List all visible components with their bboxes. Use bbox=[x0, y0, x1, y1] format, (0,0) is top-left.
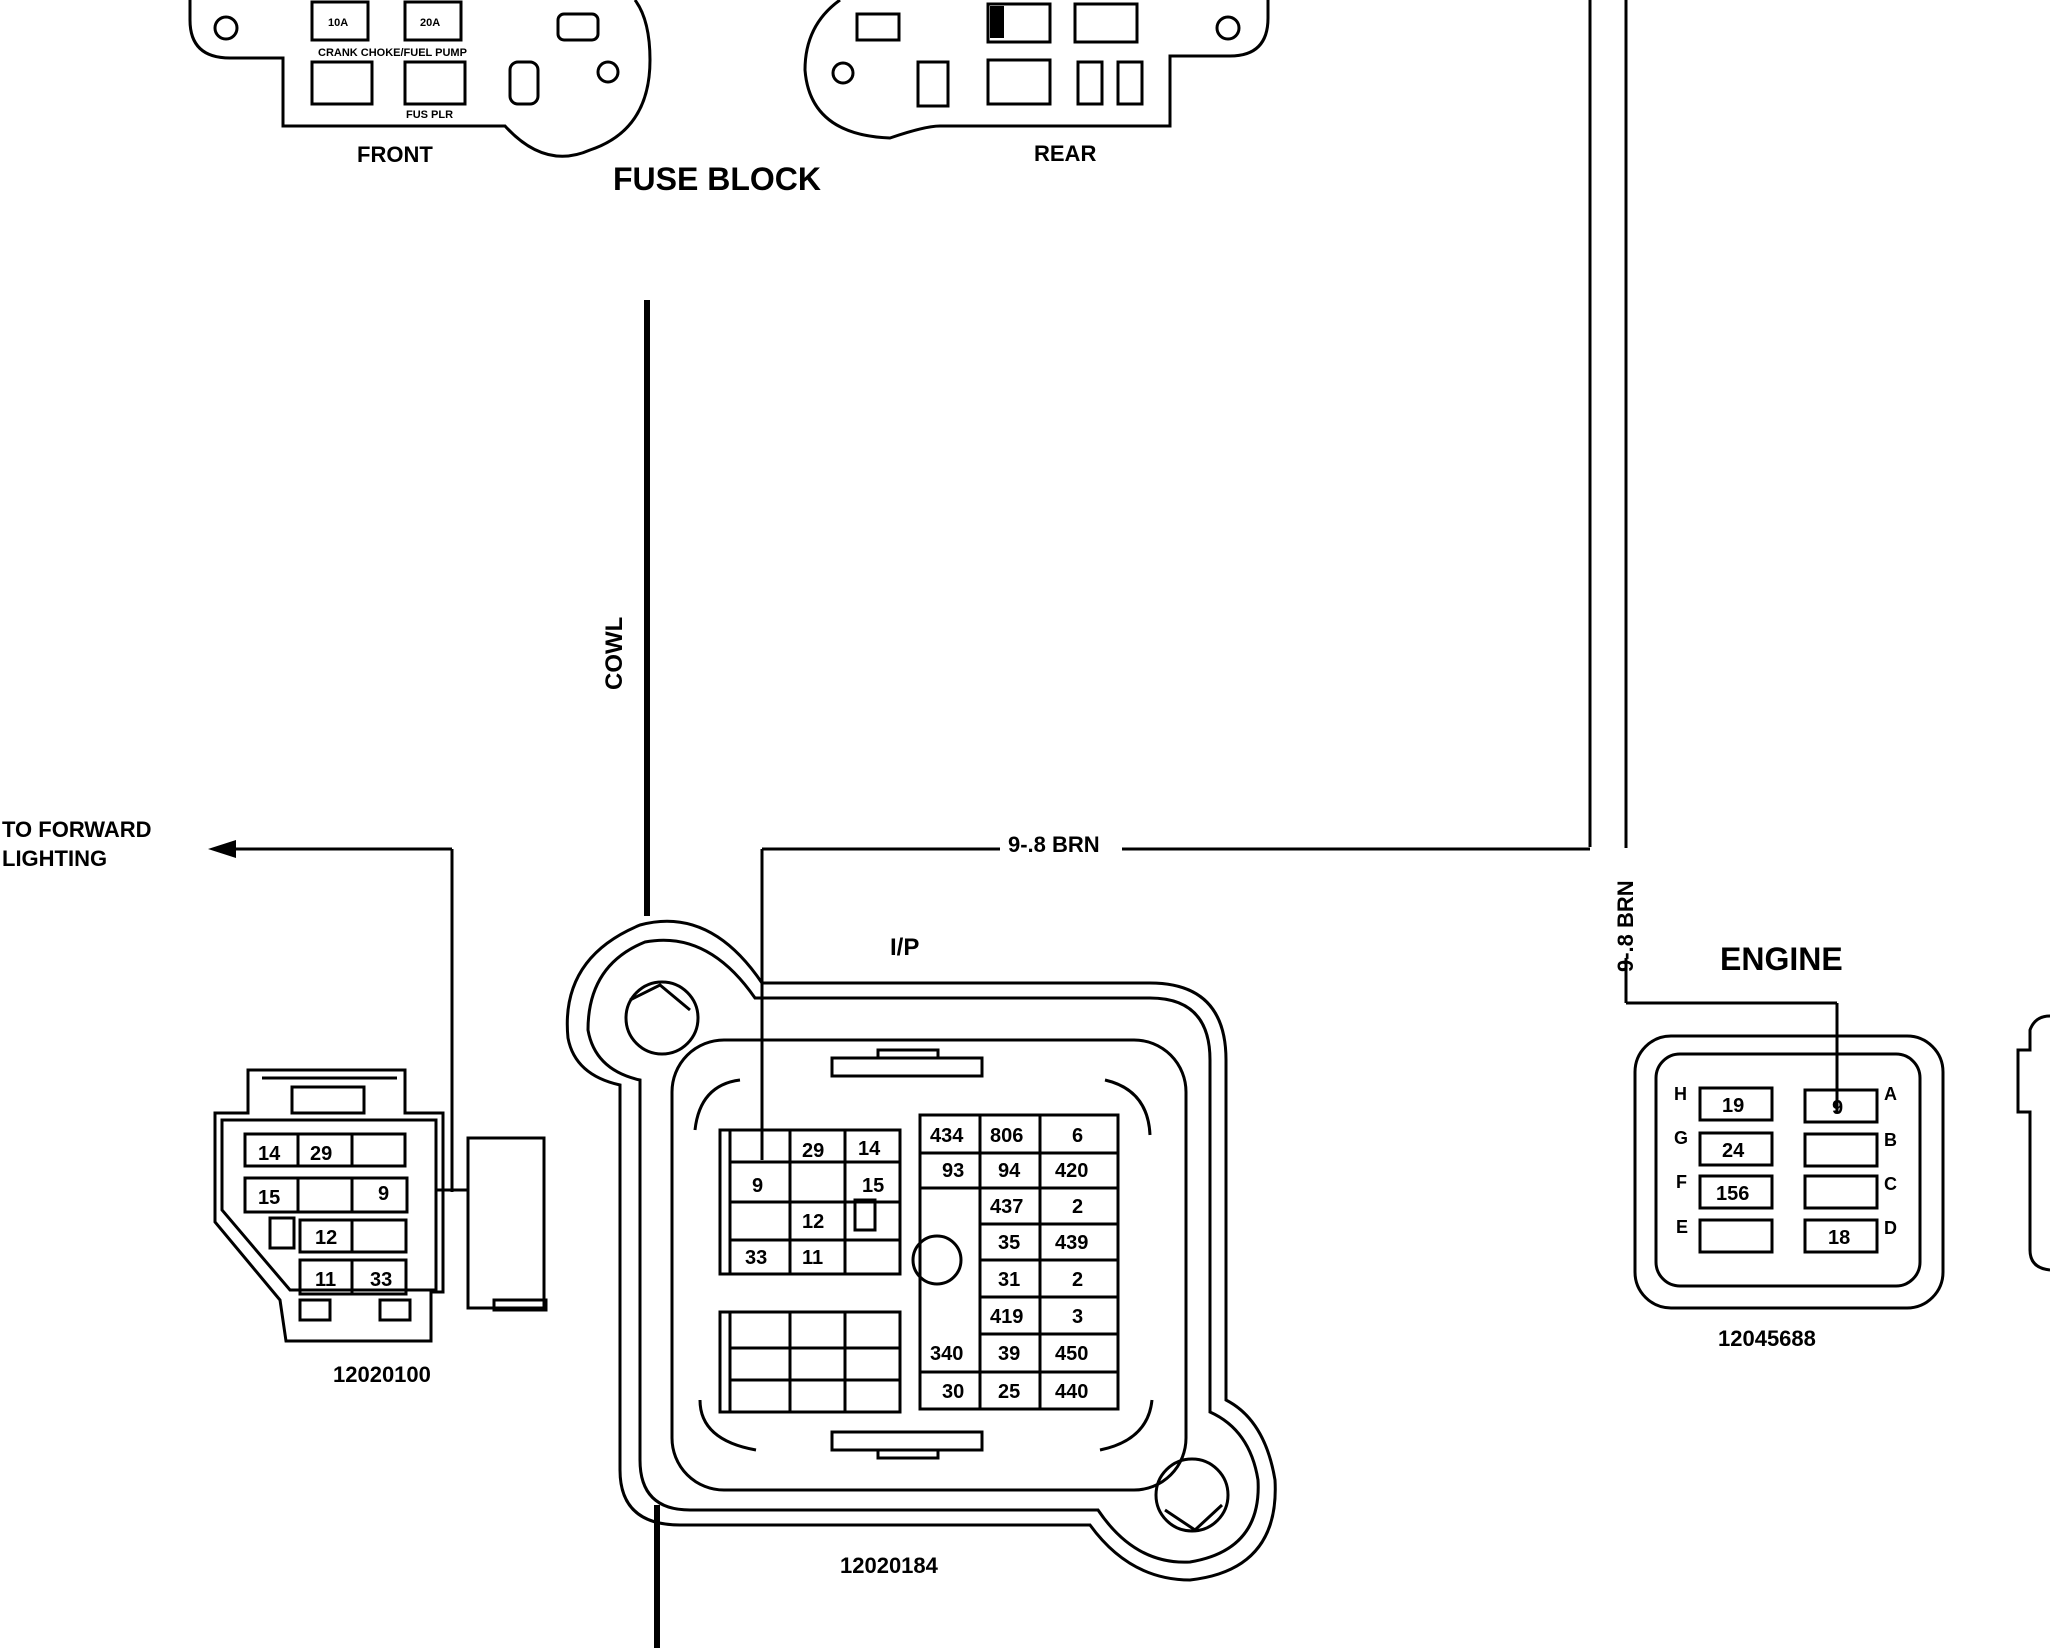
left-connector bbox=[213, 1068, 548, 1343]
ip-left-cell: 14 bbox=[858, 1138, 881, 1160]
engine-pin-letter: A bbox=[1884, 1084, 1897, 1104]
fuse-block-title: FUSE BLOCK bbox=[613, 161, 821, 197]
ip-right-cell: 35 bbox=[998, 1232, 1020, 1254]
ip-right-cell: 2 bbox=[1072, 1196, 1083, 1218]
left-cell: 33 bbox=[370, 1269, 392, 1291]
ip-label: I/P bbox=[890, 934, 919, 961]
engine-cell: 9 bbox=[1832, 1097, 1843, 1119]
ip-right-cell: 93 bbox=[942, 1160, 964, 1182]
engine-pin-letter: D bbox=[1884, 1218, 1897, 1238]
rear-label: REAR bbox=[1034, 141, 1096, 166]
wire-vertical-label: 9-.8 BRN bbox=[1613, 880, 1638, 972]
ip-right-cell: 437 bbox=[990, 1196, 1023, 1218]
ip-right-cell: 6 bbox=[1072, 1125, 1083, 1147]
to-forward-lighting-line2: LIGHTING bbox=[2, 846, 107, 871]
engine-pin-letter: G bbox=[1674, 1128, 1688, 1148]
left-cell: 29 bbox=[310, 1143, 332, 1165]
cowl-label: COWL bbox=[601, 617, 628, 690]
front-label: FRONT bbox=[357, 142, 433, 167]
fuse-block-filled-fuse bbox=[990, 6, 1004, 38]
arrow-left-icon bbox=[208, 840, 236, 858]
left-cell: 11 bbox=[315, 1269, 336, 1291]
ip-right-cell: 39 bbox=[998, 1343, 1020, 1365]
engine-cell: 18 bbox=[1828, 1227, 1850, 1249]
fuse2-rating: 20A bbox=[420, 17, 440, 29]
engine-cell: 19 bbox=[1722, 1095, 1744, 1117]
ip-right-cell: 94 bbox=[998, 1160, 1021, 1182]
wire-horizontal-label: 9-.8 BRN bbox=[1008, 832, 1100, 857]
ip-right-cell: 434 bbox=[930, 1125, 964, 1147]
ip-left-cell: 29 bbox=[802, 1140, 824, 1162]
to-forward-lighting-line1: TO FORWARD bbox=[2, 817, 152, 842]
engine-part-number: 12045688 bbox=[1718, 1326, 1816, 1351]
ip-left-cell: 12 bbox=[802, 1211, 824, 1233]
ip-right-cell: 419 bbox=[990, 1306, 1023, 1328]
ip-right-cell: 30 bbox=[942, 1381, 964, 1403]
horizontal-wire bbox=[760, 847, 1590, 1160]
engine-pin-letter: H bbox=[1674, 1084, 1687, 1104]
left-cell: 12 bbox=[315, 1227, 337, 1249]
engine-pin-letter: F bbox=[1676, 1172, 1687, 1192]
ip-right-cell: 420 bbox=[1055, 1160, 1088, 1182]
left-part-number: 12020100 bbox=[333, 1362, 431, 1387]
left-cell: 15 bbox=[258, 1187, 280, 1209]
forward-lighting-wire bbox=[230, 847, 454, 1192]
fuse-block bbox=[188, 0, 1270, 158]
left-cell: 14 bbox=[258, 1143, 281, 1165]
engine-pin-letter: B bbox=[1884, 1130, 1897, 1150]
ip-right-cell: 440 bbox=[1055, 1381, 1088, 1403]
ip-left-cell: 33 bbox=[745, 1247, 767, 1269]
ip-right-cell: 3 bbox=[1072, 1306, 1083, 1328]
ip-right-cell: 806 bbox=[990, 1125, 1023, 1147]
ip-left-cell: 11 bbox=[802, 1247, 823, 1269]
ip-right-cell: 25 bbox=[998, 1381, 1020, 1403]
engine-pin-letter: C bbox=[1884, 1174, 1897, 1194]
ip-left-cell: 9 bbox=[752, 1175, 763, 1197]
ip-part-number: 12020184 bbox=[840, 1553, 939, 1578]
engine-pin-letter: E bbox=[1676, 1217, 1688, 1237]
engine-cell: 156 bbox=[1716, 1183, 1749, 1205]
ip-right-cell: 439 bbox=[1055, 1232, 1088, 1254]
fuse1-rating: 10A bbox=[328, 17, 348, 29]
ip-left-cell: 15 bbox=[862, 1175, 884, 1197]
fuse-row-text: CRANK CHOKE/FUEL PUMP bbox=[318, 47, 467, 59]
fus-plr-label: FUS PLR bbox=[406, 109, 453, 121]
ip-right-cell: 31 bbox=[998, 1269, 1020, 1291]
ip-connector bbox=[565, 919, 1277, 1582]
left-cell: 9 bbox=[378, 1183, 389, 1205]
ip-right-cell: 450 bbox=[1055, 1343, 1088, 1365]
engine-label: ENGINE bbox=[1720, 941, 1843, 977]
cowl-line bbox=[644, 300, 660, 1648]
engine-connector bbox=[1633, 1014, 2050, 1310]
ip-right-cell: 2 bbox=[1072, 1269, 1083, 1291]
engine-cell: 24 bbox=[1722, 1140, 1745, 1162]
ip-right-cell: 340 bbox=[930, 1343, 963, 1365]
trunk-wires bbox=[1588, 0, 1839, 1112]
